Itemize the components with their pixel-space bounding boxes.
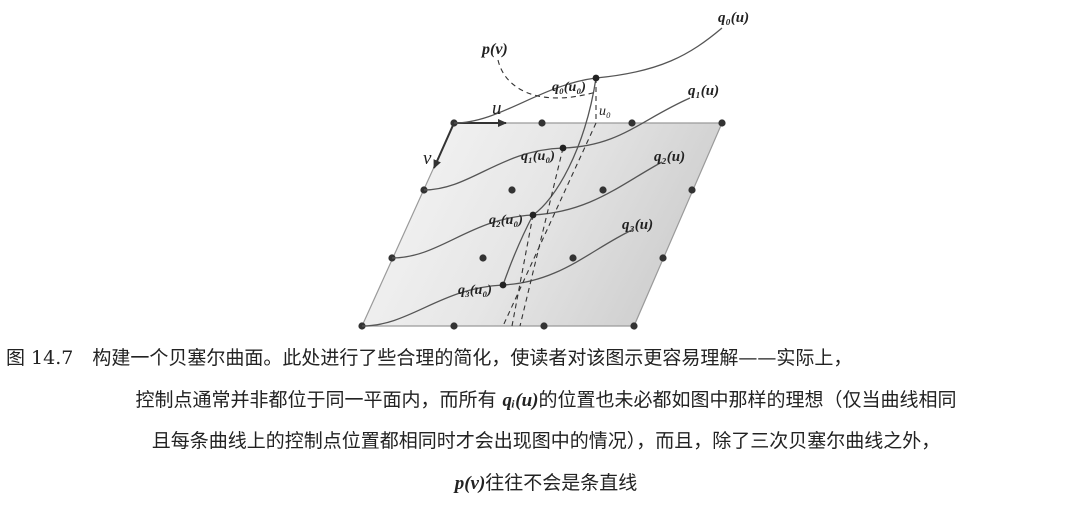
label-p-v: p(v) (480, 41, 508, 58)
control-point (599, 186, 607, 194)
control-point (718, 119, 726, 127)
figure-caption-line-1: 图 14.7 构建一个贝塞尔曲面。此处进行了些合理的简化，使读者对该图示更容易理… (6, 347, 853, 369)
label-q1-u0: q₁(u₀) (521, 149, 555, 164)
control-point (450, 322, 458, 330)
label-q2-u0: q₂(u₀) (489, 213, 523, 228)
label-q2-u: q₂(u) (654, 149, 685, 165)
point-q2-u0 (529, 211, 537, 219)
u0-projection-line (519, 147, 564, 327)
figure-caption-line-4: p(v)往往不会是条直线 (0, 468, 1092, 495)
caption-variable-qi-u: qᵢ(u) (502, 390, 539, 411)
curve-p-v (502, 77, 597, 286)
label-q1-u: q₁(u) (688, 83, 719, 99)
control-point (569, 254, 577, 262)
label-u: u (492, 98, 502, 119)
control-point (479, 254, 487, 262)
caption-text: 往往不会是条直线 (485, 472, 638, 494)
u0-projection-line (511, 214, 534, 327)
u0-projection-line (502, 122, 597, 327)
point-q0-u0 (592, 74, 600, 82)
caption-variable-p-v: p(v) (454, 473, 486, 494)
control-point (628, 119, 636, 127)
caption-text: 控制点通常并非都位于同一平面内，而所有 (135, 389, 503, 411)
control-point (688, 186, 696, 194)
point-q3-u0 (499, 281, 507, 289)
label-v: v (423, 148, 432, 169)
control-point (659, 254, 667, 262)
caption-text: 的位置也未必都如图中那样的理想（仅当曲线相同 (538, 389, 957, 411)
label-q3-u0: q₃(u₀) (458, 283, 492, 298)
figure-caption-line-2: 控制点通常并非都位于同一平面内，而所有 qᵢ(u)的位置也未必都如图中那样的理想… (0, 385, 1092, 412)
control-point (630, 322, 638, 330)
v-direction-arrow (433, 122, 455, 169)
figure-caption-line-3: 且每条曲线上的控制点位置都相同时才会出现图中的情况），而且，除了三次贝塞尔曲线之… (151, 430, 941, 452)
label-q0-u0: q₀(u₀) (552, 80, 586, 95)
control-point (538, 119, 546, 127)
control-point (540, 322, 548, 330)
label-q3-u: q₃(u) (622, 217, 653, 233)
p-v-label-leader (497, 59, 597, 99)
label-q0-u: q₀(u) (718, 10, 749, 26)
point-q1-u0 (559, 144, 567, 152)
control-point (508, 186, 516, 194)
label-u0: u₀ (599, 104, 611, 119)
